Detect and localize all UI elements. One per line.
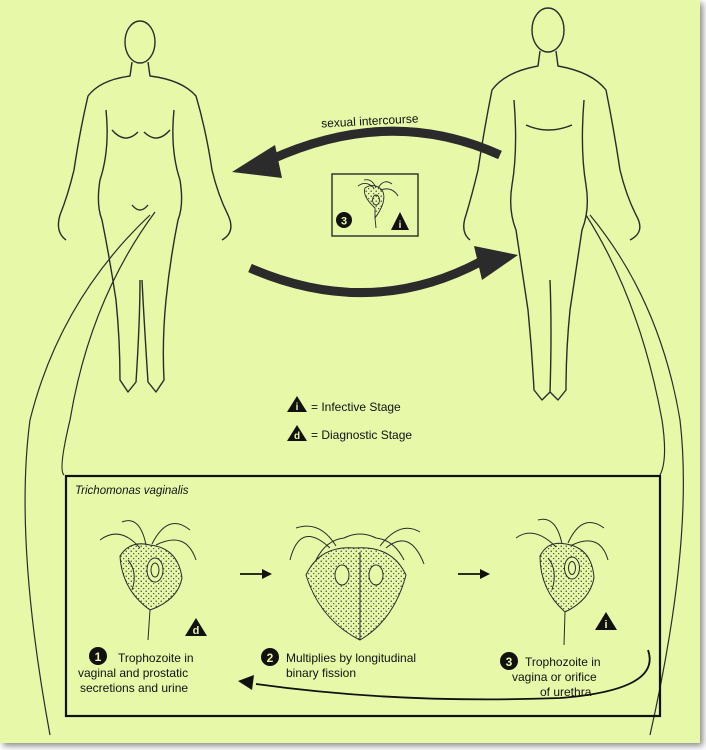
legend-infective-glyph: i [296,402,299,413]
box-infective-glyph: i [604,619,607,631]
legend-infective-icon [287,396,307,412]
organism-title: Trichomonas vaginalis [75,485,189,497]
step2-line2: binary fission [286,666,356,680]
arrow-step2-to-step3 [458,569,490,579]
box-diagnostic-glyph: d [193,625,200,637]
transmission-label: sexual intercourse [321,111,419,130]
step3-number-badge [500,652,518,670]
diagnostic-stage-icon [185,618,207,636]
step3-number: 3 [506,655,513,669]
legend-diagnostic-glyph: d [294,431,300,442]
infective-glyph: i [399,220,402,231]
step3-line3: of urethra [540,685,592,699]
infective-stage-icon [391,212,409,230]
step1-number-badge [89,647,107,665]
arrow-male-to-female [232,126,502,178]
legend-infective-text: = Infective Stage [311,400,401,414]
arrow-female-to-male [248,246,518,297]
dividing-trophozoite-icon [289,525,425,641]
legend: i = Infective Stage d = Diagnostic Stage [287,396,412,442]
step2-number-badge [261,648,279,666]
step3-line2: vagina or orifice [512,670,597,684]
flow-curves [24,211,684,736]
step1-line2: vaginal and prostatic [78,666,188,680]
step1-line3: secretions and urine [80,681,188,695]
box-infective-stage-icon [595,612,617,630]
female-figure-icon [57,20,232,393]
legend-diagnostic-text: = Diagnostic Stage [311,428,412,442]
legend-diagnostic-icon [287,425,307,441]
trophozoite-infective-icon [515,518,609,646]
step3-line1: Trophozoite in [525,655,601,669]
lifecycle-box: Trichomonas vaginalis d [64,474,662,718]
arrow-step3-to-step1 [238,649,651,701]
trophozoite-small-icon [357,179,399,229]
male-figure-icon [463,7,641,401]
trophozoite-diagnostic-icon [99,520,197,641]
center-step-number: 3 [341,216,347,228]
arrow-step1-to-step2 [240,569,272,579]
center-stage-box: 3 i [331,173,419,237]
step1-line1: Trophozoite in [118,651,194,665]
step2-number: 2 [267,651,274,665]
step1-number: 1 [95,650,102,664]
step2-line1: Multiplies by longitudinal [286,651,416,665]
